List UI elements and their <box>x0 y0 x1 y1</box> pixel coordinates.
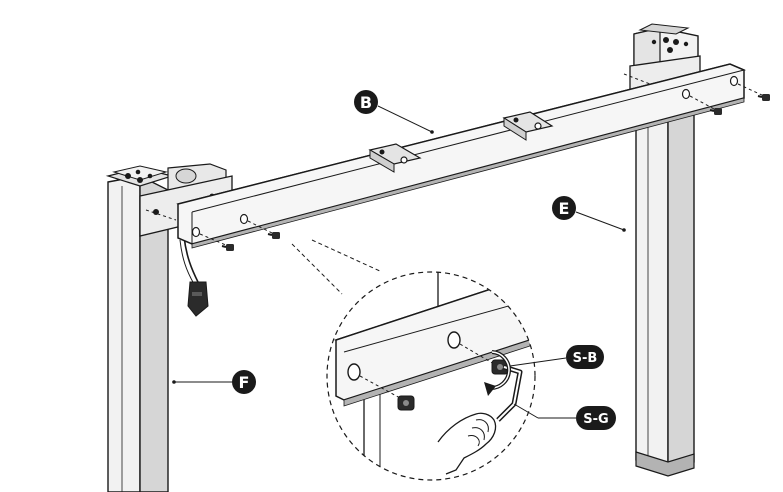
svg-text:S-G: S-G <box>583 412 608 427</box>
hex-key <box>496 364 523 422</box>
svg-text:S-B: S-B <box>573 351 598 366</box>
hand-icon <box>437 412 497 475</box>
screw <box>709 108 722 115</box>
screw-zoom <box>397 395 415 411</box>
svg-text:F: F <box>239 373 250 392</box>
svg-text:B: B <box>360 93 372 112</box>
screws-main <box>145 73 770 251</box>
zoom-callout-lines <box>291 239 383 295</box>
screw <box>267 232 280 239</box>
leader-lines <box>172 105 626 419</box>
crossbar <box>176 63 747 249</box>
label-bolt: S-B <box>566 345 604 369</box>
zoom-detail <box>326 271 536 481</box>
label-crossbar: B <box>354 90 378 114</box>
power-cable <box>179 235 209 317</box>
screw <box>757 94 770 101</box>
label-left-leg: F <box>232 370 256 394</box>
label-right-leg: E <box>552 196 576 220</box>
rotate-arrow-icon <box>484 350 512 396</box>
svg-text:E: E <box>559 199 570 218</box>
screw <box>221 244 234 251</box>
label-hex-key: S-G <box>576 406 616 430</box>
